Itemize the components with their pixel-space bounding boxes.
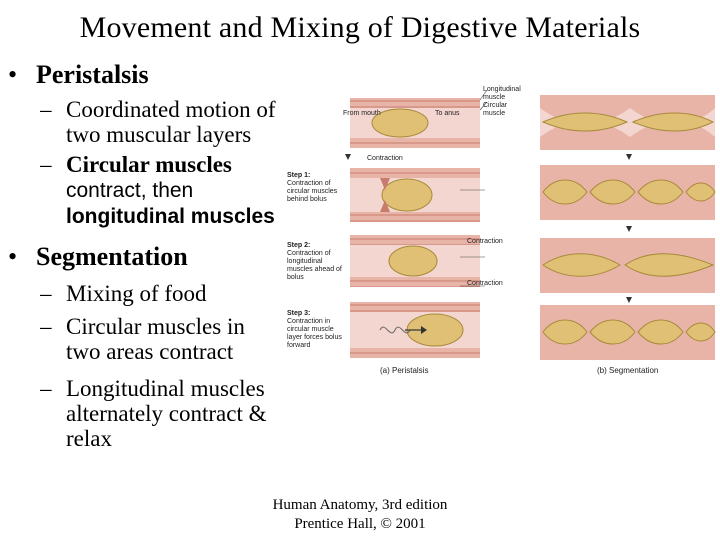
subpoint-longitudinal: – Longitudinal muscles alternately contr… [40,376,267,451]
subpoint-coordinated-motion: – Coordinated motion of two muscular lay… [40,97,276,147]
label-step1: Step 1: [287,172,311,179]
bullet-dot: • [8,242,18,271]
peristalsis-tube-3 [350,235,480,287]
caption-peristalsis: (a) Peristalsis [380,366,429,375]
label-step1-text: Contraction of circular muscles behind b… [287,180,338,203]
subpoint-circular-muscles: – Circular muscles contract, then longit… [40,152,275,228]
slide-title: Movement and Mixing of Digestive Materia… [79,11,641,44]
bolus [388,245,438,277]
citation-line-1: Human Anatomy, 3rd edition [272,497,448,513]
label-step2-text: Contraction of longitudinal muscles ahea… [287,250,342,281]
label-step3-text: Contraction in circular muscle layer for… [287,318,342,349]
down-arrow-icon [345,154,351,160]
bullet-segmentation: • Segmentation [8,242,188,272]
label-contraction-2: Contraction [467,238,503,245]
segmentation-tube-1 [540,95,715,150]
bullet-peristalsis: • Peristalsis [8,60,149,90]
bullet-dot: • [8,60,18,89]
bolus [381,178,433,212]
peristalsis-tube-4 [350,302,480,358]
segmentation-tube-3 [540,238,715,293]
citation: Human Anatomy, 3rd edition Prentice Hall… [250,496,470,534]
label-circular-muscle: Circular muscle [483,102,508,117]
label-to-anus: To anus [435,110,460,117]
segmentation-tube-2 [540,165,716,220]
bullet-label: Peristalsis [36,60,149,89]
subpoint-mixing: – Mixing of food [40,281,207,306]
bullet-label: Segmentation [36,242,188,271]
subpoint-circular-two-areas: – Circular muscles in two areas contract [40,314,245,364]
segmentation-tube-4 [540,305,716,360]
peristalsis-tube-1 [350,98,480,148]
down-arrow-icon [626,154,632,303]
peristalsis-tube-2 [350,168,480,222]
label-contraction: Contraction [367,155,403,162]
label-longitudinal-muscle: Longitudinal muscle [483,86,521,101]
caption-segmentation: (b) Segmentation [597,366,659,375]
bolus [371,108,429,138]
citation-line-2: Prentice Hall, © 2001 [294,516,426,532]
digestive-figure-svg [345,89,716,360]
label-step3: Step 3: [287,310,311,317]
peristalsis-panel [350,89,488,358]
label-contraction-3: Contraction [467,280,503,287]
label-from-mouth: From mouth [343,110,381,117]
segmentation-panel [345,95,716,360]
label-step2: Step 2: [287,242,311,249]
digestive-figure: From mouth To anus Longitudinal muscle C… [285,80,720,380]
